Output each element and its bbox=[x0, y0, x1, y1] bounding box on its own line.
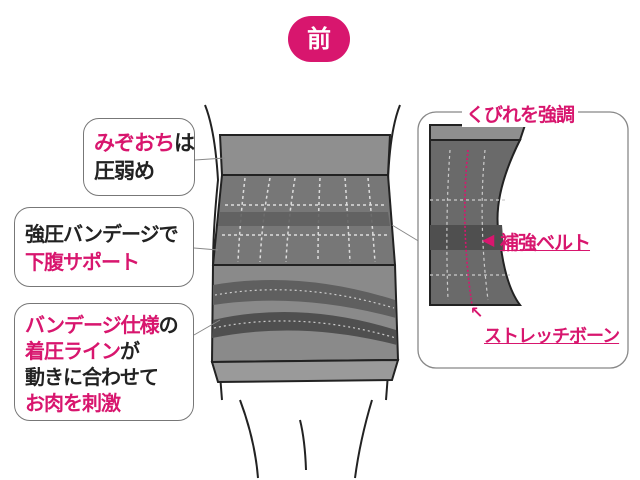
garment-waist-stripe bbox=[218, 212, 390, 226]
front-badge: 前 bbox=[288, 16, 350, 62]
line-spec-bubble: バンデージ仕様の 着圧ラインが 動きに合わせて お肉を刺激 bbox=[14, 303, 194, 421]
belt-label: 補強ベルト bbox=[500, 232, 591, 254]
bandage-bubble: 強圧バンデージで 下腹サポート bbox=[14, 207, 194, 287]
spec-line4: お肉を刺激 bbox=[25, 391, 121, 415]
mizoochi-label: みぞおち bbox=[94, 131, 175, 155]
spec-line3: 動きに合わせて bbox=[25, 365, 159, 389]
arrow-left-icon: ◀ bbox=[482, 230, 495, 249]
inset-bone bbox=[464, 149, 473, 306]
spec-line1-b: の bbox=[158, 313, 179, 337]
bone-label: ストレッチボーン bbox=[484, 326, 620, 347]
leader-lines bbox=[193, 157, 426, 336]
bandage-line1: 強圧バンデージで bbox=[25, 222, 179, 246]
mizoochi-desc: 圧弱め bbox=[94, 159, 155, 183]
spec-line2-a: 着圧ライン bbox=[25, 339, 121, 363]
spec-line1-a: バンデージ仕様 bbox=[25, 313, 160, 337]
garment-top-band bbox=[218, 134, 392, 176]
spec-line2-b: が bbox=[120, 339, 140, 363]
legs-outline bbox=[239, 399, 373, 479]
garment-hem bbox=[210, 358, 400, 384]
bandage-band-1 bbox=[213, 280, 396, 318]
mizoochi-bubble: みぞおちは 圧弱め bbox=[83, 118, 195, 196]
mizoochi-particle: は bbox=[174, 131, 195, 155]
inset-top bbox=[429, 124, 527, 141]
bandage-band-2 bbox=[212, 312, 397, 345]
bandage-stitching bbox=[213, 289, 397, 339]
bandage-line2: 下腹サポート bbox=[25, 250, 140, 274]
inset-title: くびれを強調 bbox=[462, 100, 579, 127]
inset-belt bbox=[430, 225, 504, 250]
arrow-up-left-icon: ↖ bbox=[470, 303, 484, 322]
